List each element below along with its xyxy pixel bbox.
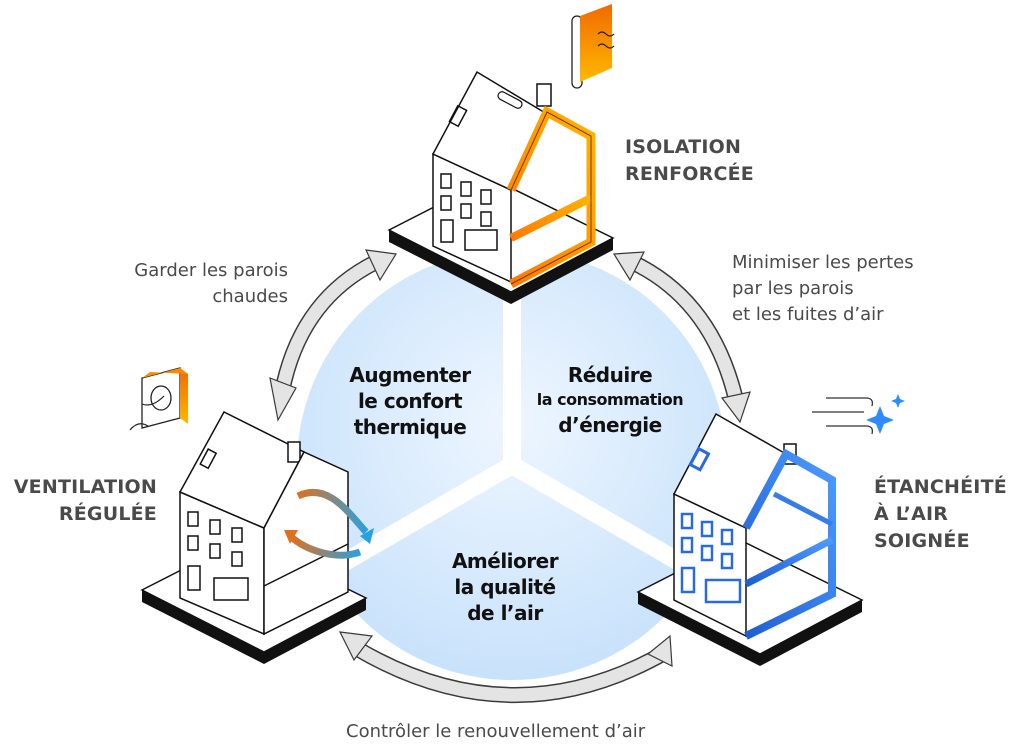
center-circle <box>297 250 727 680</box>
goal-line: la qualité <box>454 575 556 599</box>
link-label-right: Minimiser les pertes par les parois et l… <box>732 250 914 328</box>
house-base-side <box>142 590 264 664</box>
caption-line: À L’AIR <box>874 503 949 525</box>
goal-comfort: Augmenter le confort thermique <box>330 362 490 440</box>
link-label-left: Garder les parois chaudes <box>112 258 288 310</box>
goal-line: Améliorer <box>451 549 559 573</box>
goal-line: thermique <box>353 415 467 439</box>
insulation-roll-on-roof <box>497 91 523 109</box>
arrow-bottom-double <box>338 631 673 703</box>
link-label-line: et les fuites d’air <box>732 304 884 325</box>
house-base-side <box>638 592 760 666</box>
goal-consumption: Réduire la consommation d’énergie <box>520 362 700 438</box>
house-insulation <box>387 70 615 304</box>
goal-line: la consommation <box>536 390 684 409</box>
arrow-head-down <box>720 391 751 424</box>
house-base-side <box>264 598 366 664</box>
arrow-head-right <box>646 634 673 668</box>
sector-divider-right <box>507 457 703 581</box>
link-label-line: Contrôler le renouvellement d’air <box>346 721 646 742</box>
ventilation-unit-icon <box>129 367 188 431</box>
caption-ventilation: VENTILATION RÉGULÉE <box>0 474 157 528</box>
house-airtightness <box>636 412 864 666</box>
front-windows <box>187 511 249 601</box>
link-label-line: Garder les parois <box>134 260 288 281</box>
air-flow-out-arrow <box>296 488 369 535</box>
front-windows <box>680 512 742 604</box>
wind-sparkle-icon <box>812 394 905 435</box>
caption-line: SOIGNÉE <box>874 530 970 552</box>
goal-air-quality: Améliorer la qualité de l’air <box>425 548 585 626</box>
airtightness-frame <box>742 448 836 640</box>
caption-line: RÉGULÉE <box>58 503 157 525</box>
arrow-head-up <box>612 251 646 282</box>
roof-window <box>688 446 711 472</box>
insulation-frame <box>506 105 596 288</box>
chimney <box>536 83 552 107</box>
link-label-line: Minimiser les pertes <box>732 252 914 273</box>
caption-airtightness: ÉTANCHÉITÉ À L’AIR SOIGNÉE <box>874 474 1007 555</box>
goal-line: Réduire <box>567 363 653 387</box>
caption-line: ÉTANCHÉITÉ <box>874 476 1007 498</box>
house-base-side <box>511 238 613 304</box>
link-label-line: par les parois <box>732 278 854 299</box>
arrow-left-double <box>269 249 397 422</box>
arrow-head-up <box>364 249 397 282</box>
caption-insulation: ISOLATION RENFORCÉE <box>625 134 754 188</box>
house-ventilation <box>140 411 374 664</box>
goal-line: Augmenter <box>349 363 471 387</box>
caption-line: ISOLATION <box>625 136 742 158</box>
air-flow-in-arrow <box>287 533 362 559</box>
caption-line: VENTILATION <box>13 476 157 498</box>
house-base-side <box>389 230 511 304</box>
chimney <box>287 441 301 463</box>
arrow-right-double <box>612 251 751 424</box>
link-label-line: chaudes <box>212 286 288 307</box>
roof-window <box>199 448 218 470</box>
arrow-head-left <box>338 631 374 662</box>
front-windows <box>440 173 498 251</box>
goal-line: le confort <box>357 389 463 413</box>
insulation-roll-icon <box>571 4 615 89</box>
caption-line: RENFORCÉE <box>625 163 754 185</box>
goal-line: de l’air <box>467 601 543 625</box>
goal-line: d’énergie <box>558 413 662 437</box>
house-base-side <box>760 600 862 666</box>
link-label-bottom: Contrôler le renouvellement d’air <box>346 719 645 745</box>
roof-window <box>448 104 468 128</box>
arrow-head-down <box>269 377 297 422</box>
